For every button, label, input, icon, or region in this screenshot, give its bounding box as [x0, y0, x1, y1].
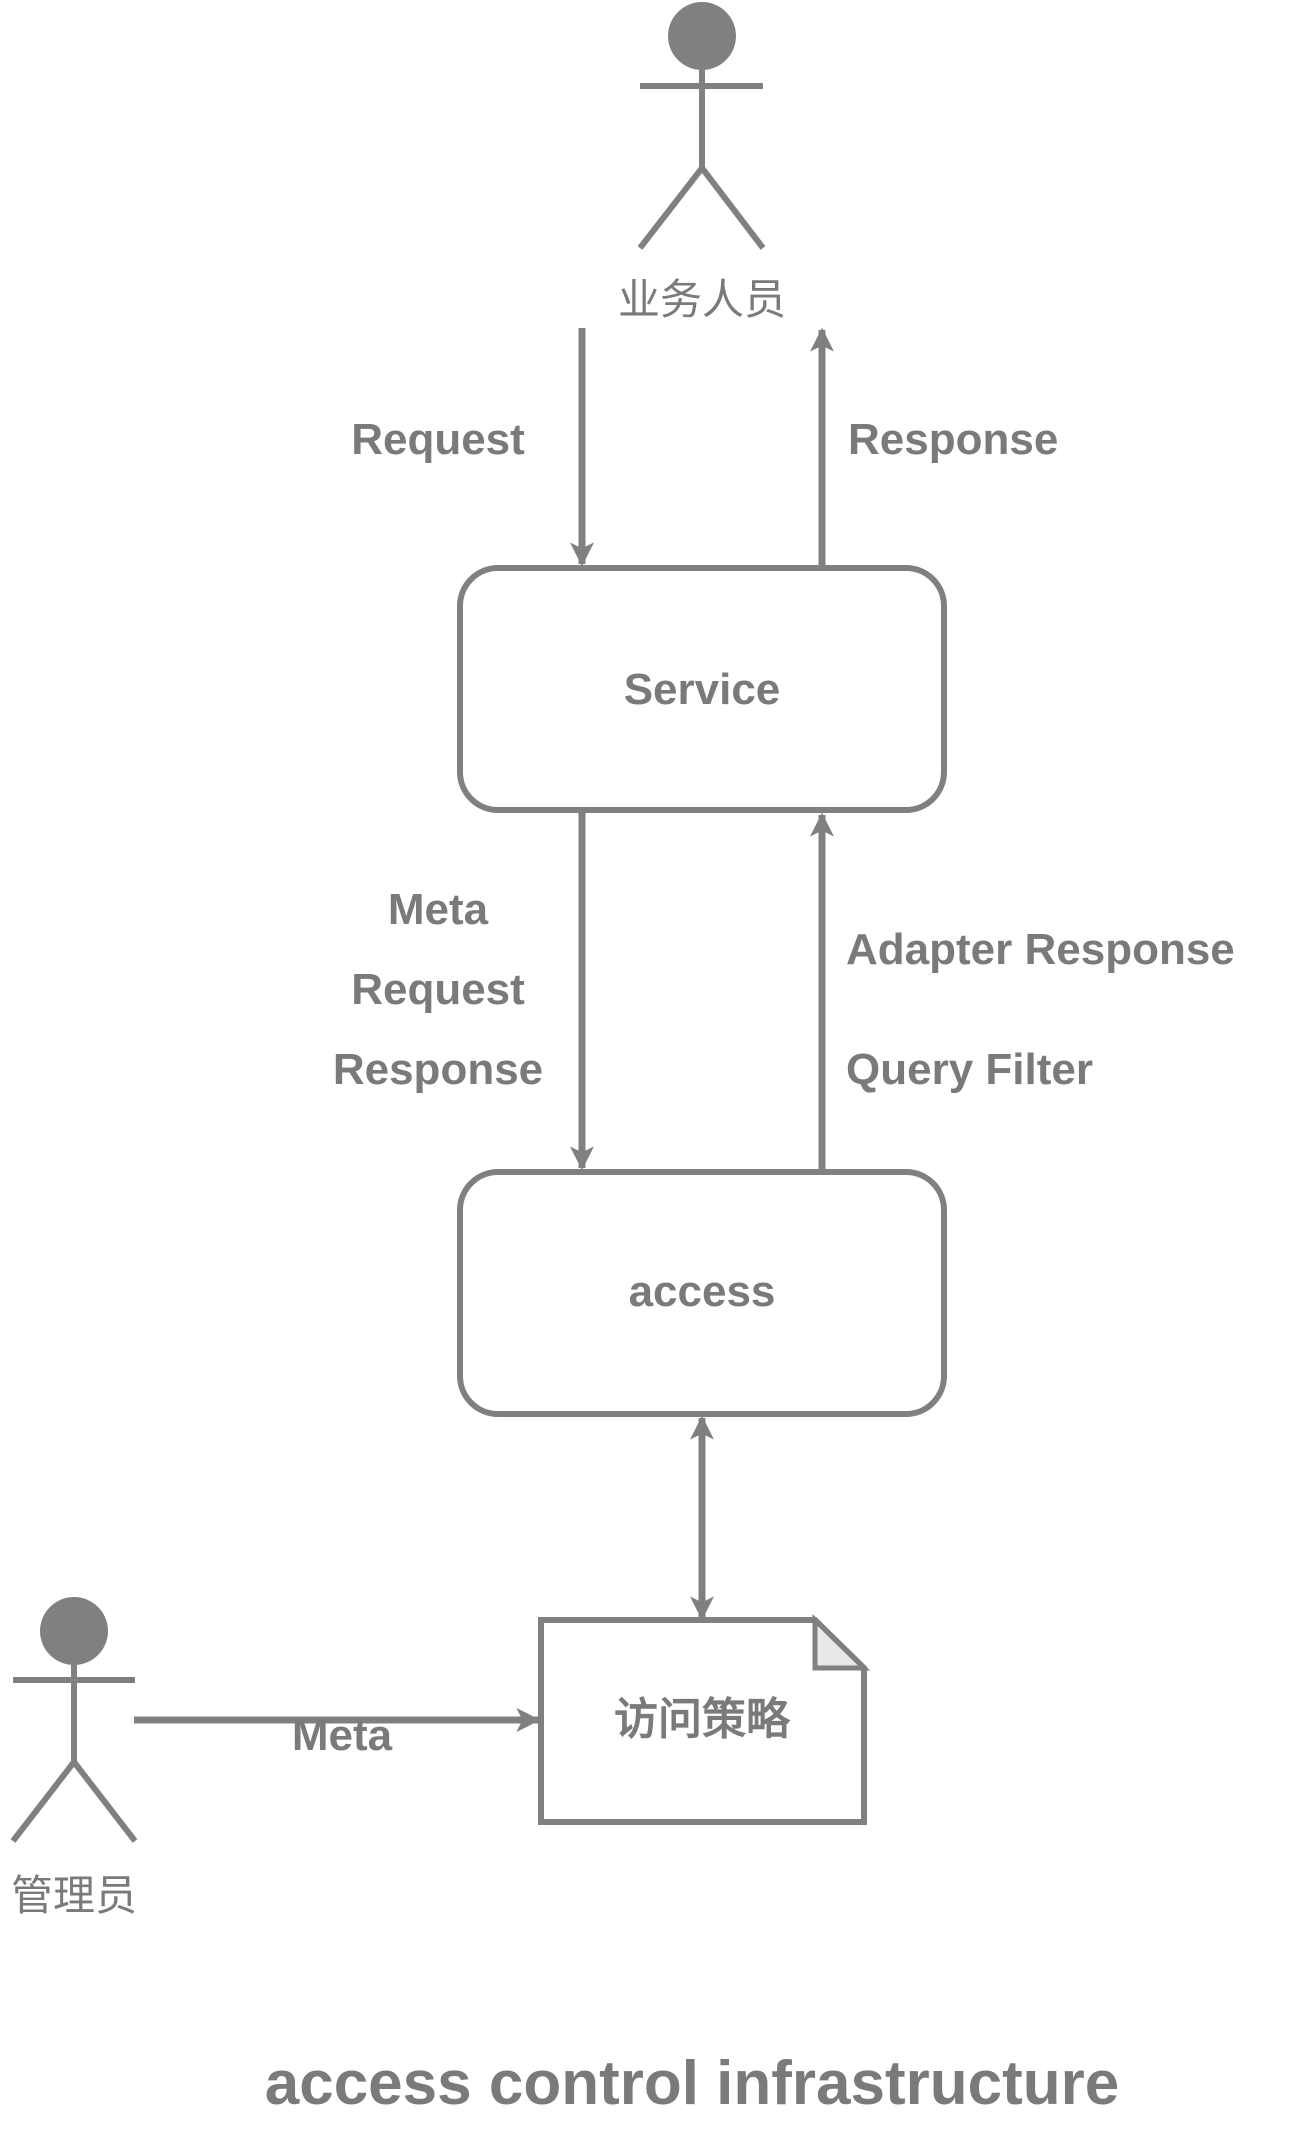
admin-meta-label: Meta	[292, 1711, 393, 1760]
request-label-2: Request	[351, 965, 525, 1014]
request-label: Request	[351, 415, 525, 464]
admin-actor	[10, 1597, 138, 1843]
response-label: Response	[848, 415, 1058, 464]
service-label: Service	[624, 665, 781, 714]
access-label: access	[629, 1267, 776, 1316]
admin-head	[40, 1597, 108, 1665]
policy-document-node	[538, 1614, 871, 1825]
access-node	[457, 1169, 947, 1417]
policy-label: 访问策略	[614, 1694, 791, 1745]
admin-label: 管理员	[11, 1871, 137, 1920]
query-filter-label: Query Filter	[846, 1045, 1093, 1094]
business-user-head	[668, 2, 736, 70]
diagram-title: access control infrastructure	[265, 2049, 1120, 2118]
business-user-actor	[637, 2, 766, 250]
business-user-label: 业务人员	[618, 275, 786, 324]
service-node	[457, 565, 947, 813]
meta-label: Meta	[388, 885, 489, 934]
response-label-2: Response	[333, 1045, 543, 1094]
adapter-response-label: Adapter Response	[846, 925, 1235, 974]
